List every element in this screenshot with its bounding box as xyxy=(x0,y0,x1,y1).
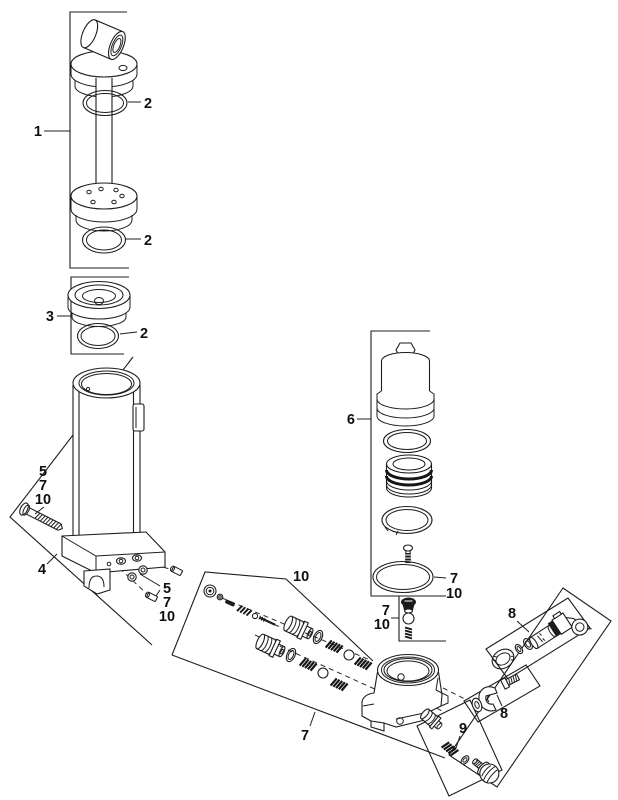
callout-4: 4 xyxy=(38,562,46,578)
small-spring xyxy=(236,605,253,617)
poppet-valve-7-10 xyxy=(401,597,416,640)
clip-bolt xyxy=(499,673,521,690)
ball-b xyxy=(317,667,329,679)
o-ring-7-10-large xyxy=(372,560,434,594)
leader-5-7-10-left xyxy=(34,506,45,515)
bolt-5-7-10-left xyxy=(19,502,63,531)
needle-pin xyxy=(258,615,279,627)
washer-8 xyxy=(514,643,524,655)
callout-10-oring: 10 xyxy=(446,586,462,602)
callout-7-right: 7 xyxy=(163,595,171,611)
callout-3: 3 xyxy=(46,309,54,325)
ringed-piston xyxy=(385,454,433,498)
leader-8-bottom xyxy=(496,694,503,707)
base-washer-b xyxy=(127,572,137,582)
part-6-piston-stack xyxy=(372,342,435,640)
clip-washer xyxy=(471,697,483,713)
spring-b2 xyxy=(298,657,318,672)
valve9-box xyxy=(416,699,503,797)
base-pin-a xyxy=(169,565,183,576)
callout-7-group: 7 xyxy=(301,728,309,744)
valve9-screw-plug xyxy=(472,758,500,784)
leader-5-right-b xyxy=(155,589,161,597)
callout-7-left: 7 xyxy=(39,478,47,494)
clip-box xyxy=(463,664,541,723)
retainer-clip xyxy=(478,686,498,712)
part-1-piston-rod xyxy=(70,19,138,254)
callout-6: 6 xyxy=(347,412,355,428)
leader-7-group xyxy=(309,711,316,727)
leader-5-right-a xyxy=(139,573,161,587)
spring-b3 xyxy=(329,677,349,692)
valve-cartridge-b xyxy=(255,633,286,659)
rod-eyelet xyxy=(80,19,126,61)
o-ring-2a xyxy=(82,89,128,117)
spring-a3 xyxy=(353,656,373,671)
part-8-clip-group xyxy=(471,673,521,713)
part1-bracket xyxy=(69,11,129,269)
valve-group-box-top xyxy=(171,571,374,662)
callout-8-bottom: 8 xyxy=(500,706,508,722)
leader-9 xyxy=(455,735,461,749)
callout-2c: 2 xyxy=(140,326,148,342)
callout-10-right: 10 xyxy=(159,609,175,625)
cylinder-side-boss xyxy=(132,403,145,432)
o-ring-b xyxy=(285,647,297,663)
o-ring-6 xyxy=(382,428,432,454)
check-valve-seat xyxy=(203,584,217,598)
dark-pin xyxy=(225,599,235,607)
small-ball xyxy=(251,612,259,620)
ball-a xyxy=(343,649,355,661)
base-washer-a xyxy=(138,565,148,575)
part6-bracket xyxy=(370,330,446,597)
valve9-ring xyxy=(460,755,470,765)
o-ring-2b xyxy=(81,226,127,254)
callout-7-oring: 7 xyxy=(450,571,458,587)
fitting-tube xyxy=(529,624,557,650)
callout-8-top: 8 xyxy=(508,606,516,622)
valve-parts-rows xyxy=(203,584,373,692)
o-ring-2c xyxy=(76,322,120,350)
tiny-washer xyxy=(216,593,224,601)
leader-8-top xyxy=(516,620,530,633)
valve9-spring xyxy=(440,741,460,757)
part-4-cylinder-body xyxy=(19,367,183,602)
dash-manifold-washer xyxy=(442,687,468,701)
poppet-box xyxy=(398,596,446,642)
leader-7-10-oring xyxy=(433,576,447,579)
callout-5-left: 5 xyxy=(39,464,47,480)
callout-1: 1 xyxy=(34,124,42,140)
dash-valve-row-b xyxy=(254,634,389,696)
snap-ring xyxy=(381,505,433,542)
o-ring-a xyxy=(312,629,324,645)
part-3-end-cap xyxy=(67,280,131,350)
cylinder-base-block xyxy=(61,531,166,595)
dash-base-pin-b xyxy=(112,561,148,595)
valve-group-box-bottom xyxy=(171,654,446,759)
spring-a2 xyxy=(324,639,344,654)
leader-4 xyxy=(46,553,58,565)
right-outer-box xyxy=(448,587,612,788)
base-lug xyxy=(83,568,111,595)
small-screw xyxy=(402,544,414,563)
part-8-fitting-assembly xyxy=(491,610,592,670)
leader-2c xyxy=(119,331,138,335)
callout-9: 9 xyxy=(459,721,467,737)
part-9-valve-group xyxy=(420,708,500,784)
seal-ring-8 xyxy=(491,648,515,670)
callout-10-left: 10 xyxy=(35,492,51,508)
piston-head xyxy=(70,182,138,232)
callout-5-right: 5 xyxy=(163,581,171,597)
callouts: 1 2 2 2 3 4 5 7 10 5 7 10 6 7 10 7 10 10… xyxy=(34,96,530,749)
base-pin-b xyxy=(144,591,158,602)
callout-10-poppet: 10 xyxy=(374,617,390,633)
callout-2a: 2 xyxy=(144,96,152,112)
callout-2b: 2 xyxy=(144,233,152,249)
valve-cartridge-a xyxy=(283,615,314,641)
callout-7-poppet: 7 xyxy=(382,603,390,619)
elbow-fitting xyxy=(547,610,592,637)
valve9-plug xyxy=(420,708,443,730)
callout-10-group: 10 xyxy=(293,569,309,585)
